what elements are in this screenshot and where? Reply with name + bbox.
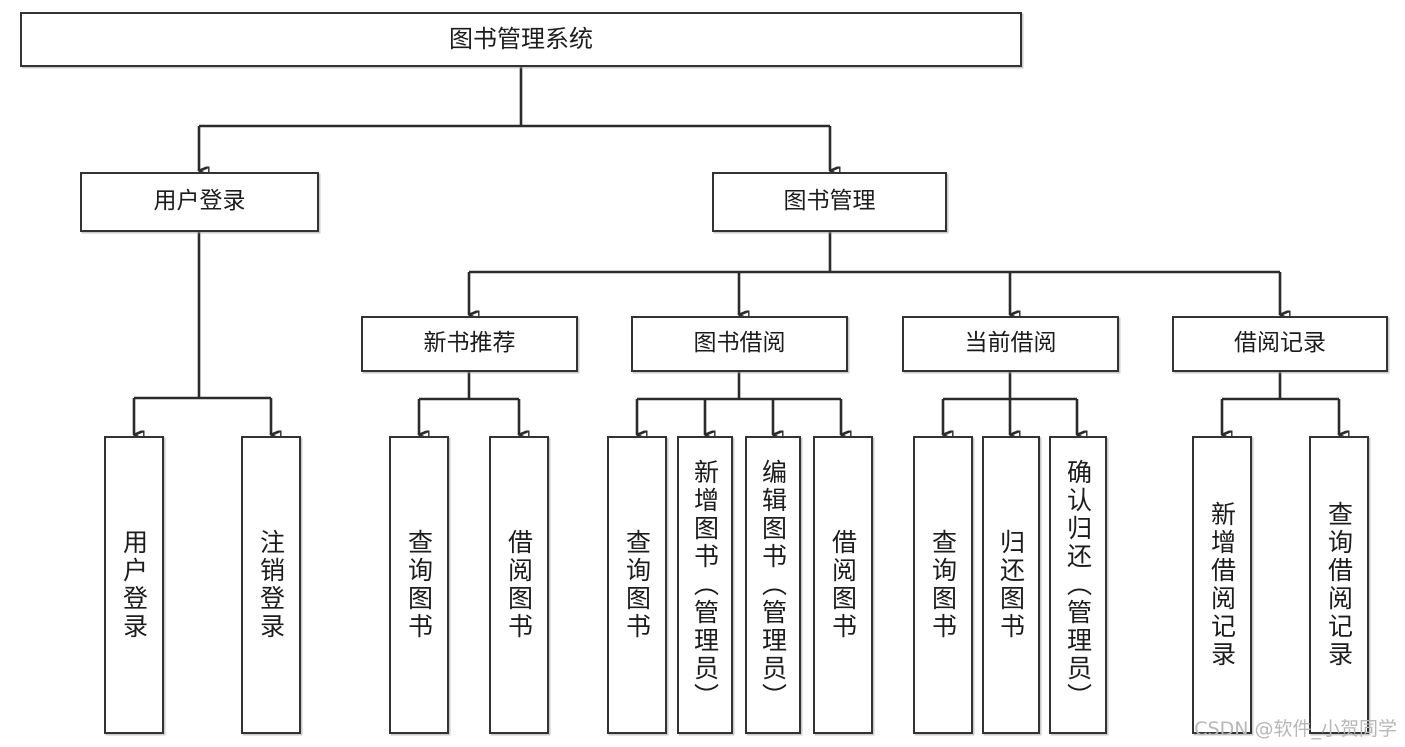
node-label: 用户登录 — [119, 529, 149, 641]
watermark-csdn: CSDN @软件_小贺同学 — [1194, 718, 1397, 740]
node-label: 新增图书（管理员） — [690, 459, 720, 711]
node-label: 图书管理系统 — [449, 25, 593, 54]
node-label: 借阅图书 — [828, 529, 858, 641]
node-label: 借阅记录 — [1234, 330, 1326, 357]
leaf-return-book[interactable]: 归还图书 — [982, 436, 1040, 734]
node-label: 图书借阅 — [693, 330, 786, 357]
leaf-query-book-2[interactable]: 查询图书 — [607, 436, 667, 734]
leaf-add-record[interactable]: 新增借阅记录 — [1192, 436, 1252, 734]
node-book-borrow[interactable]: 图书借阅 — [631, 316, 848, 372]
leaf-edit-book[interactable]: 编辑图书（管理员） — [745, 436, 801, 734]
node-new-book-recommend[interactable]: 新书推荐 — [361, 316, 578, 372]
leaf-query-book-3[interactable]: 查询图书 — [913, 436, 973, 734]
leaf-confirm-return[interactable]: 确认归还（管理员） — [1049, 436, 1107, 734]
node-label: 编辑图书（管理员） — [758, 459, 788, 711]
node-book-management[interactable]: 图书管理 — [712, 172, 947, 232]
node-label: 新增借阅记录 — [1207, 501, 1237, 669]
leaf-borrow-book-2[interactable]: 借阅图书 — [813, 436, 873, 734]
node-root-system[interactable]: 图书管理系统 — [20, 12, 1022, 67]
leaf-query-record[interactable]: 查询借阅记录 — [1309, 436, 1369, 734]
leaf-logout-login[interactable]: 注销登录 — [241, 436, 301, 734]
node-label: 新书推荐 — [423, 330, 516, 357]
leaf-borrow-book-1[interactable]: 借阅图书 — [489, 436, 549, 734]
node-borrow-record[interactable]: 借阅记录 — [1172, 316, 1388, 372]
leaf-user-login[interactable]: 用户登录 — [104, 436, 164, 734]
node-user-login[interactable]: 用户登录 — [80, 172, 319, 232]
node-label: 查询图书 — [928, 529, 958, 641]
node-label: 查询图书 — [404, 529, 434, 641]
node-label: 查询图书 — [622, 529, 652, 641]
node-label: 用户登录 — [153, 188, 246, 215]
node-label: 注销登录 — [256, 529, 286, 641]
leaf-add-book[interactable]: 新增图书（管理员） — [677, 436, 733, 734]
node-label: 归还图书 — [996, 529, 1026, 641]
node-label: 查询借阅记录 — [1324, 501, 1354, 669]
node-label: 确认归还（管理员） — [1063, 459, 1093, 711]
node-label: 当前借阅 — [964, 330, 1057, 357]
leaf-query-book-1[interactable]: 查询图书 — [389, 436, 449, 734]
node-current-borrow[interactable]: 当前借阅 — [902, 316, 1119, 372]
node-label: 借阅图书 — [504, 529, 534, 641]
node-label: 图书管理 — [783, 188, 876, 215]
